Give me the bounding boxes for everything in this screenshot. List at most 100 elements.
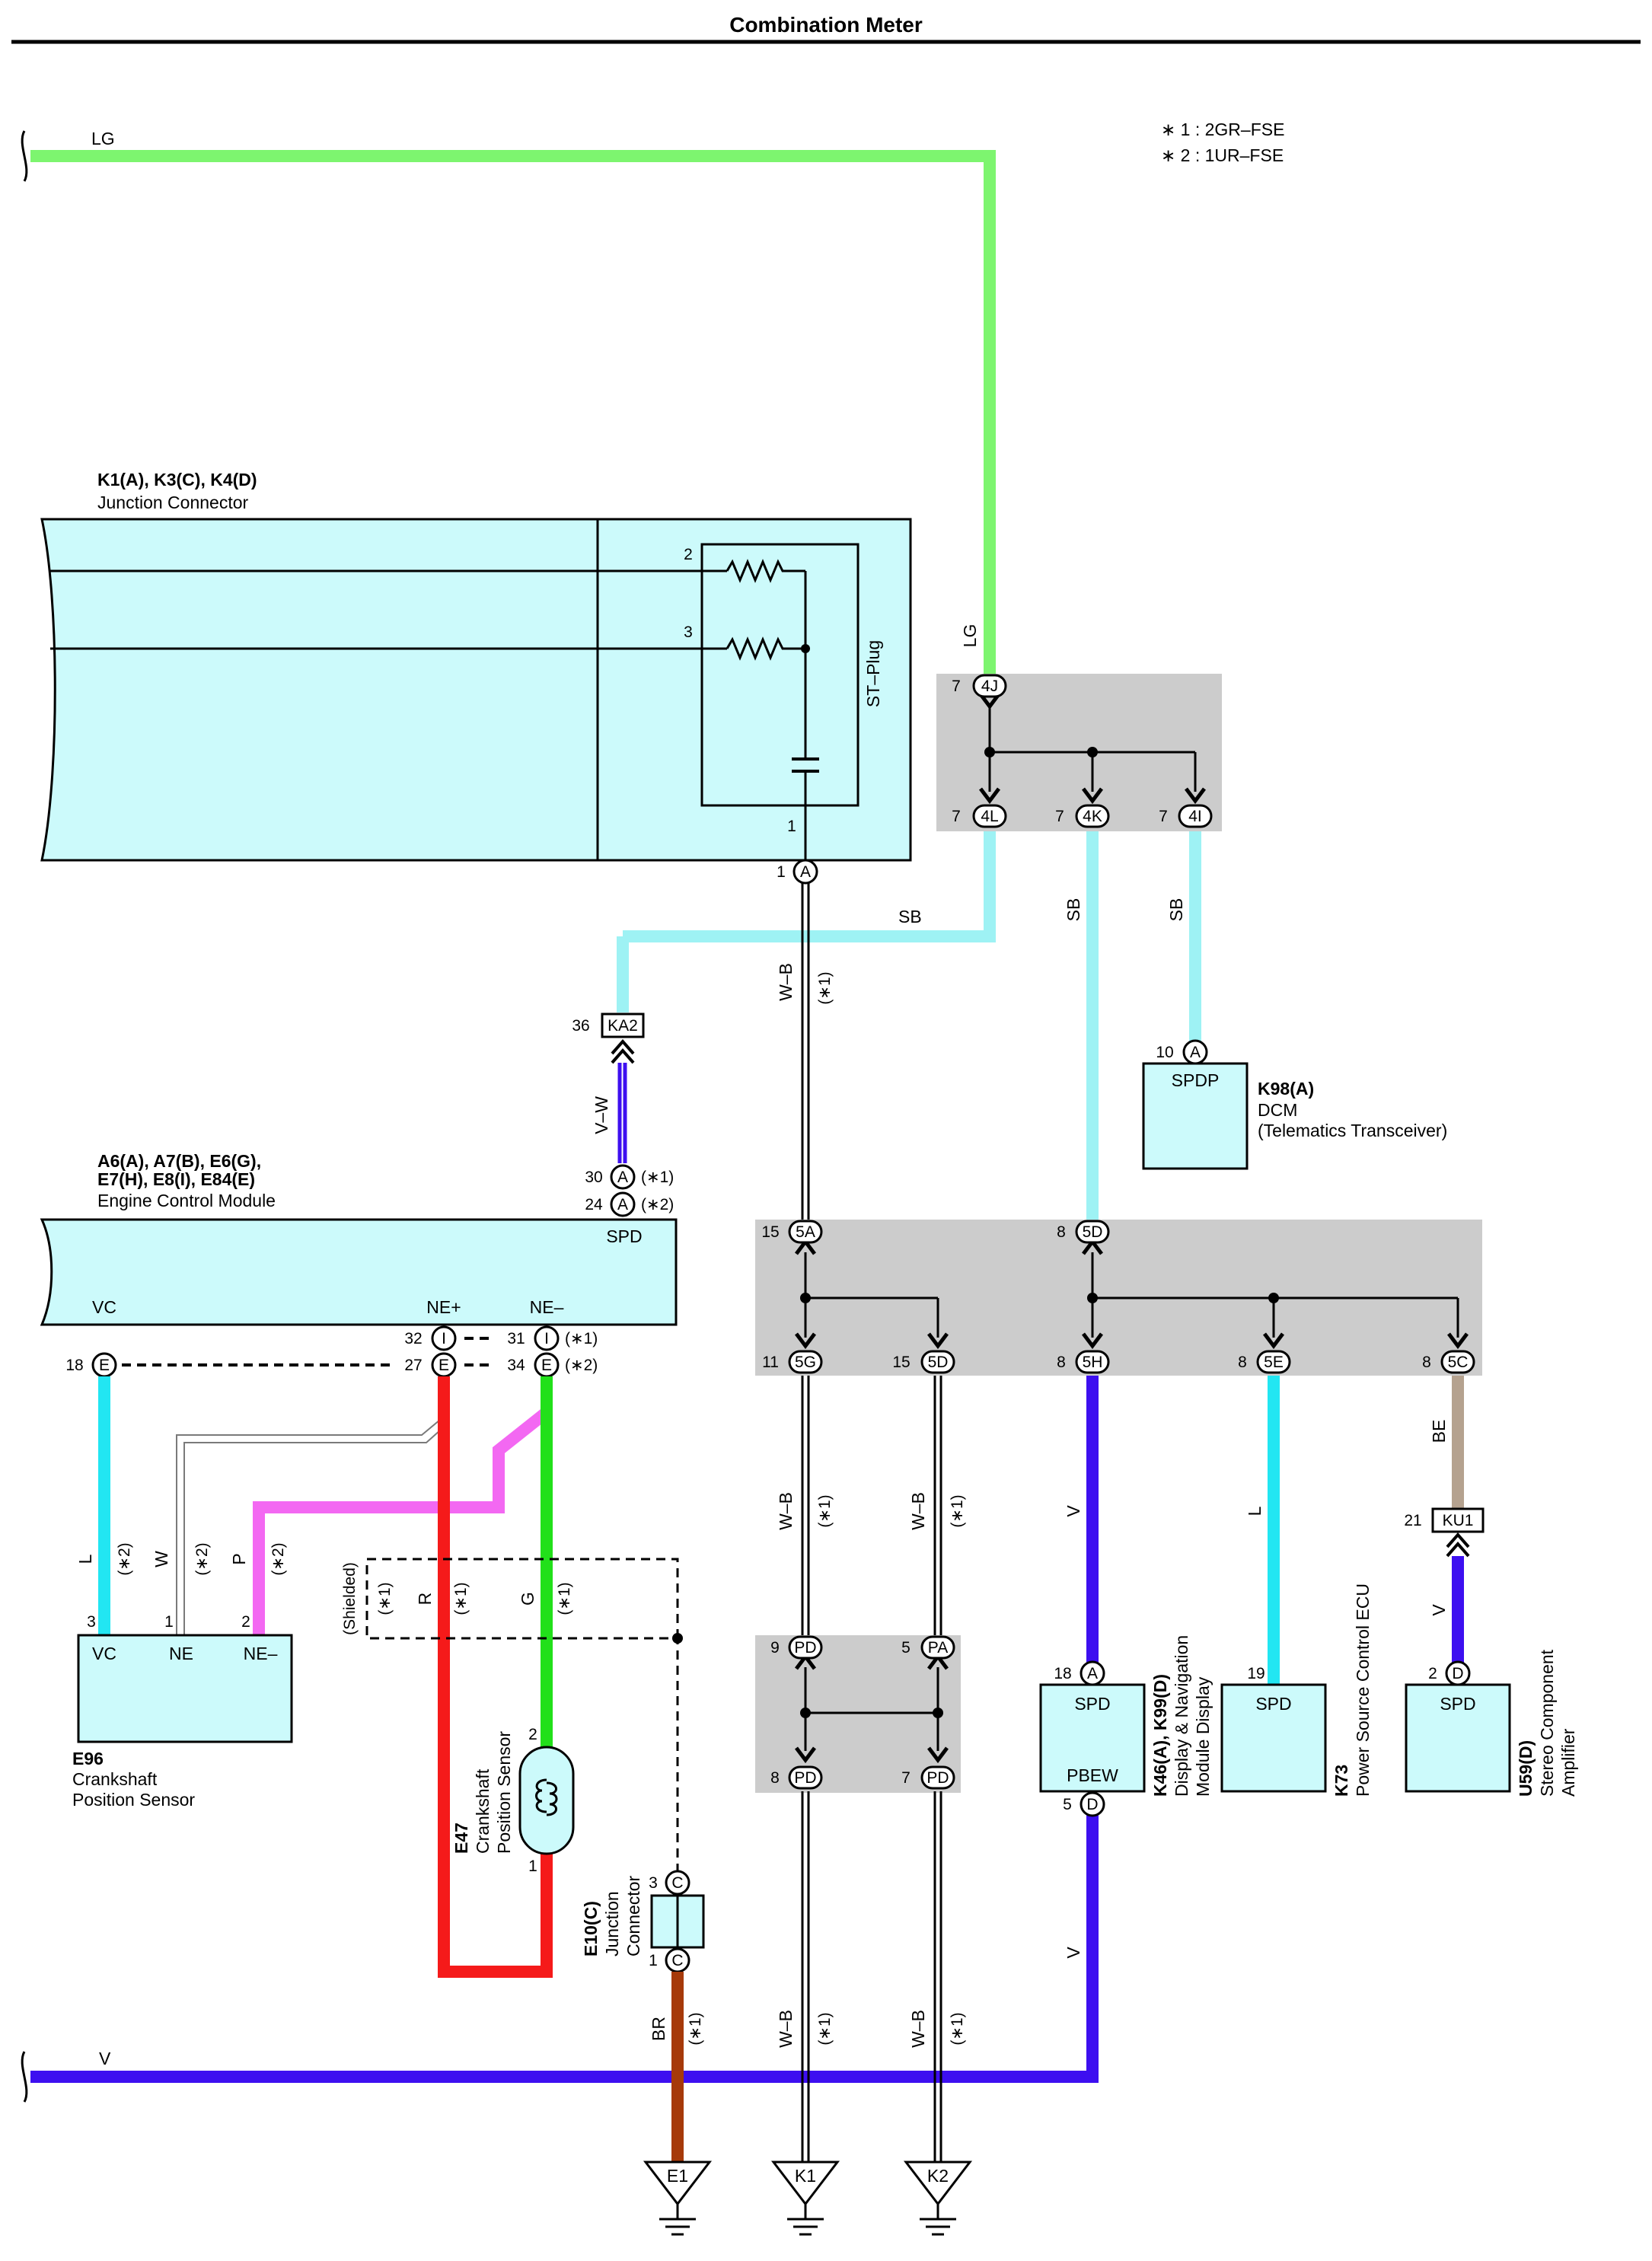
connector-label: 4L — [981, 808, 998, 825]
pin-label: 15 — [892, 1354, 910, 1371]
arrow-icon — [1185, 787, 1206, 805]
pin-label: 2 — [528, 1726, 537, 1743]
splice-dot — [1087, 1293, 1098, 1303]
variant-note: (∗1) — [816, 2012, 834, 2045]
connector-label: PA — [928, 1639, 948, 1657]
arrow-icon — [795, 1332, 816, 1350]
pin-label: 10 — [1156, 1044, 1173, 1061]
display-module-name: Display & Navigation — [1172, 1635, 1191, 1797]
connector-ka2 — [601, 1013, 645, 1038]
arrow-icon — [1263, 1332, 1284, 1350]
connector-5g — [788, 1350, 823, 1374]
wire-label-v: V — [1064, 1505, 1083, 1517]
pin-label: 8 — [1422, 1354, 1431, 1371]
variant-note: (∗2) — [641, 1196, 674, 1213]
wire-label-br: BR — [649, 2017, 668, 2041]
wire-label-l: L — [75, 1554, 95, 1564]
variant-note: (∗1) — [687, 2012, 704, 2045]
resistor-icon — [726, 636, 805, 661]
splice-dot — [933, 1708, 943, 1718]
connector-label: PD — [794, 1769, 816, 1787]
wire-label-w-b: W–B — [776, 1492, 796, 1530]
connector-label: 5A — [796, 1223, 815, 1241]
pin-label: 7 — [952, 678, 961, 695]
terminal-name: SPD — [606, 1226, 642, 1246]
display-module-box — [1039, 1683, 1146, 1793]
pin-label: 2 — [684, 546, 693, 563]
terminal-label: E — [439, 1357, 449, 1374]
terminal-label: A — [1087, 1665, 1098, 1682]
pin-label: 15 — [761, 1223, 779, 1241]
pin-label: 19 — [1247, 1665, 1265, 1682]
wire-label-lg: LG — [91, 129, 115, 148]
e10-name: Connector — [623, 1876, 643, 1956]
connector-label: 5D — [1083, 1223, 1103, 1241]
pin-label: 18 — [1054, 1665, 1071, 1682]
wire-sb — [623, 831, 996, 942]
terminal-name: NE– — [244, 1644, 278, 1663]
terminal-i — [431, 1325, 457, 1351]
terminal-label: A — [617, 1196, 628, 1213]
variant-note: (∗1) — [816, 971, 834, 1004]
wire-label-p: P — [229, 1553, 249, 1564]
e10-name: Junction — [602, 1891, 622, 1956]
arrow-icon — [795, 1746, 816, 1764]
connector-label: 4I — [1188, 808, 1202, 825]
plug-label: ST–Plug — [863, 640, 883, 707]
connector-pd — [788, 1765, 823, 1790]
connector-ku1 — [1431, 1507, 1485, 1533]
connector-4j — [972, 674, 1007, 698]
pin-label: 7 — [1055, 808, 1064, 825]
connector-5d-top — [1075, 1220, 1110, 1244]
pin-label: 3 — [87, 1613, 96, 1631]
terminal-label: A — [800, 863, 811, 881]
pin-label: 27 — [404, 1357, 422, 1374]
connector-5d — [920, 1350, 955, 1374]
terminal-name: VC — [92, 1644, 116, 1663]
variant-note: (∗2) — [193, 1542, 211, 1575]
ground-icon — [903, 2161, 973, 2206]
splice-dot — [800, 1293, 811, 1303]
splice-dot — [801, 644, 810, 653]
e47-name: Crankshaft — [473, 1768, 493, 1854]
splice-dot — [672, 1633, 683, 1644]
resistor-icon — [726, 559, 805, 583]
wire-label-v: V — [1064, 1947, 1083, 1959]
wire-label-sb: SB — [898, 907, 922, 926]
terminal-name: NE+ — [426, 1297, 461, 1317]
splice-dot — [800, 1708, 811, 1718]
e47-id: E47 — [451, 1823, 471, 1854]
terminal-name: SPD — [1440, 1694, 1475, 1714]
connector-label: 5D — [928, 1354, 949, 1371]
pin-label: 1 — [164, 1613, 174, 1631]
terminal-d — [1080, 1791, 1105, 1817]
connector-4i — [1178, 804, 1213, 828]
shield-label: (Shielded) — [341, 1562, 359, 1635]
wire-break-symbol — [21, 130, 28, 182]
terminal-label: A — [1190, 1044, 1201, 1061]
splice-dot — [1268, 1293, 1279, 1303]
coil-icon — [546, 1781, 558, 1816]
arrow-icon — [1082, 787, 1103, 805]
ground-label: E1 — [667, 2166, 688, 2186]
junction-id: K1(A), K3(C), K4(D) — [97, 470, 257, 490]
arrow-icon — [1082, 1332, 1103, 1350]
terminal-a — [610, 1164, 636, 1190]
wire-label-sb: SB — [1064, 898, 1083, 922]
variant-note: (∗2) — [269, 1542, 287, 1575]
connector-label: KA2 — [608, 1017, 638, 1035]
junction-connector-box — [40, 518, 912, 862]
note-2: ∗ 2 : 1UR–FSE — [1161, 145, 1284, 165]
pin-label: 1 — [528, 1858, 537, 1875]
connector-5c — [1440, 1350, 1475, 1374]
junction-name: Junction Connector — [97, 493, 249, 512]
double-arrow-icon — [1446, 1532, 1470, 1558]
terminal-label: C — [671, 1952, 683, 1969]
st-plug-box — [700, 543, 859, 807]
pin-label: 5 — [1063, 1796, 1072, 1813]
wire-label-w-b: W–B — [776, 2010, 796, 2048]
connector-label: PD — [794, 1639, 816, 1657]
wire-v — [30, 1804, 1099, 2083]
terminal-name: NE — [169, 1644, 193, 1663]
